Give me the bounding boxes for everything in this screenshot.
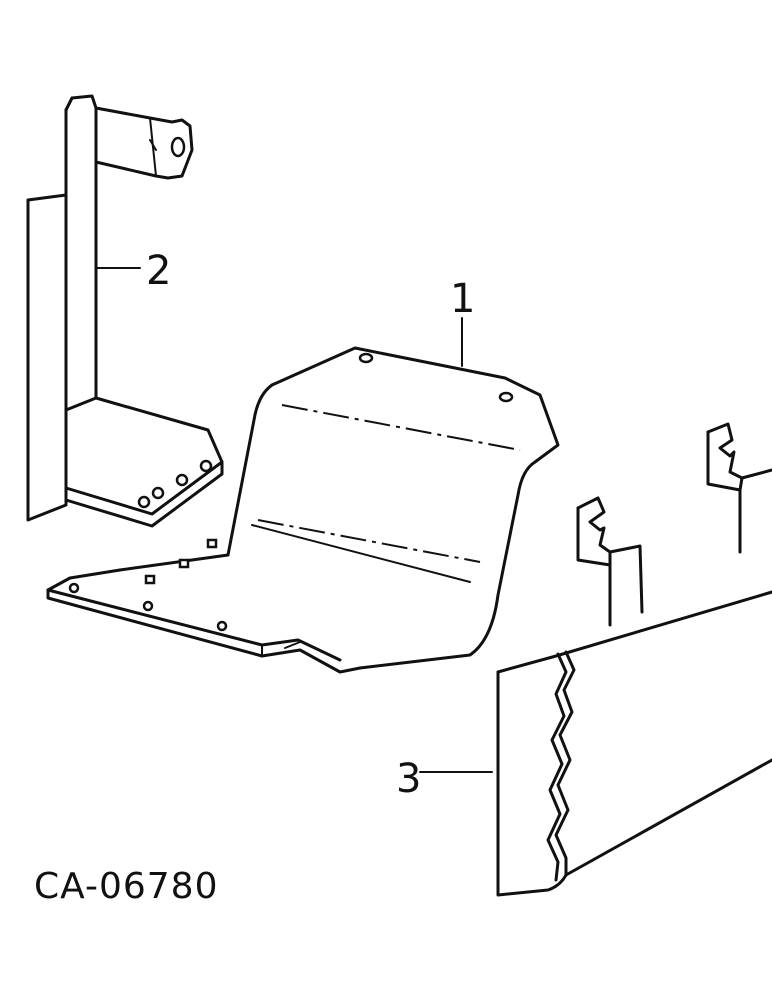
leader-lines	[95, 267, 493, 773]
step-plate-part-1	[46, 346, 560, 674]
figure-code: CA-06780	[34, 866, 218, 907]
callout-2: 2	[146, 248, 171, 294]
bracket-part-2	[26, 94, 224, 528]
callout-3: 3	[396, 756, 421, 802]
callout-1: 1	[450, 276, 475, 322]
shield-part-3	[496, 422, 772, 897]
